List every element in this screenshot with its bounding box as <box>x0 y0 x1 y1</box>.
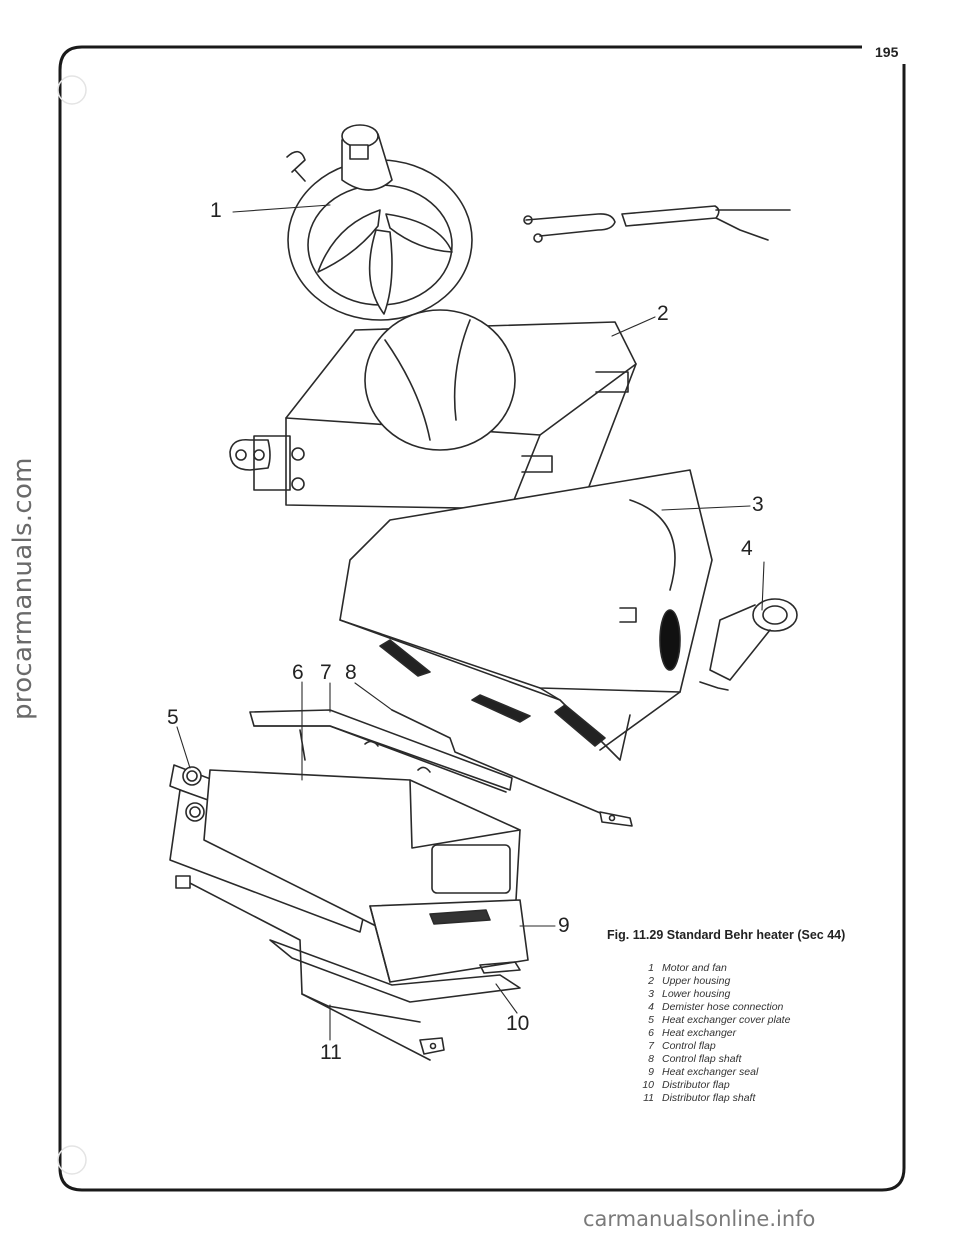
callout-9: 9 <box>558 914 570 937</box>
leader-lines <box>176 204 765 1041</box>
distributor-flap-shaft-part <box>175 875 445 1061</box>
upper-housing-part <box>229 309 637 521</box>
callout-2: 2 <box>657 302 669 325</box>
figure-caption: Fig. 11.29 Standard Behr heater (Sec 44) <box>607 928 846 942</box>
lower-housing-part <box>339 469 713 761</box>
callout-3: 3 <box>752 493 764 516</box>
callout-6: 6 <box>292 661 304 684</box>
bottom-watermark: carmanualsonline.info <box>583 1207 816 1231</box>
callout-7: 7 <box>320 661 332 684</box>
callout-5: 5 <box>167 706 179 729</box>
heat-exchanger-part <box>203 729 521 929</box>
callout-8: 8 <box>345 661 357 684</box>
page-number: 195 <box>875 44 899 60</box>
page-frame <box>58 45 906 1192</box>
control-flap-shaft-part <box>391 709 633 827</box>
wiring-harness-part <box>523 205 791 243</box>
heat-exchanger-seal-part <box>369 899 529 983</box>
callout-10: 10 <box>506 1012 530 1035</box>
motor-and-fan-part <box>286 124 473 321</box>
callout-11: 11 <box>320 1041 342 1064</box>
binder-hole <box>57 75 87 105</box>
callout-4: 4 <box>741 537 753 560</box>
demister-hose-connection-part <box>699 598 798 691</box>
side-watermark: procarmanuals.com <box>8 457 38 720</box>
callout-1: 1 <box>210 199 222 222</box>
binder-hole <box>57 1145 87 1175</box>
distributor-flap-part <box>269 939 521 1003</box>
